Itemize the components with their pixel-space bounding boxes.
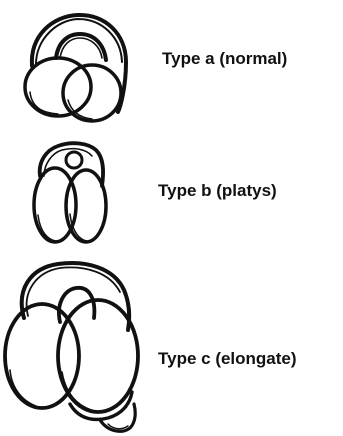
type-c-label: Type c (elongate) xyxy=(158,350,297,367)
